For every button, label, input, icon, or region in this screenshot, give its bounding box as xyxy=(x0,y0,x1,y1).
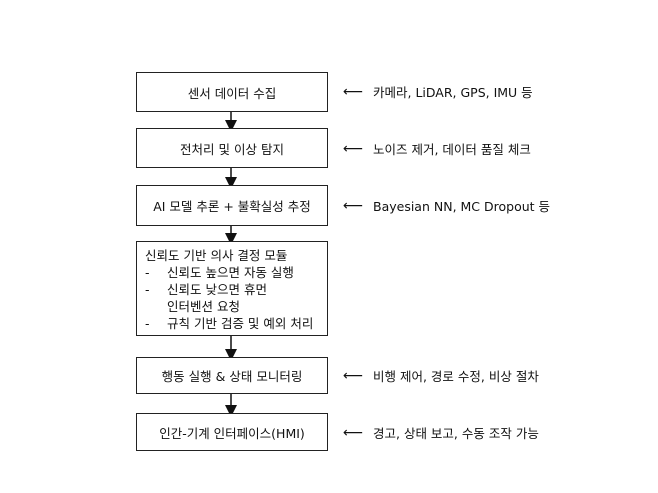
step-decision-module: 신뢰도 기반 의사 결정 모듈 - 신뢰도 높으면 자동 실행 - 신뢰도 낮으면 … xyxy=(136,241,328,336)
step-preprocessing: 전처리 및 이상 탐지 xyxy=(136,128,328,168)
left-arrow-icon: ⟵ xyxy=(343,140,364,157)
item-text: 규칙 기반 검증 및 예외 처리 xyxy=(167,316,314,331)
left-arrow-icon: ⟵ xyxy=(343,197,364,214)
note-sensor-data: ⟵ 카메라, LiDAR, GPS, IMU 등 xyxy=(343,82,533,101)
note-text: 경고, 상태 보고, 수동 조작 가능 xyxy=(373,426,539,441)
item-text: 신뢰도 높으면 자동 실행 xyxy=(167,265,294,280)
step-action-execution: 행동 실행 & 상태 모니터링 xyxy=(136,357,328,394)
step-hmi: 인간-기계 인터페이스(HMI) xyxy=(136,413,328,451)
note-preprocessing: ⟵ 노이즈 제거, 데이터 품질 체크 xyxy=(343,139,531,158)
step-label: 센서 데이터 수집 xyxy=(187,85,277,101)
note-text: 카메라, LiDAR, GPS, IMU 등 xyxy=(373,85,533,100)
list-item: - 신뢰도 낮으면 휴먼 인터벤션 요청 xyxy=(145,281,319,315)
left-arrow-icon: ⟵ xyxy=(343,367,364,384)
bullet: - xyxy=(145,282,150,297)
note-hmi: ⟵ 경고, 상태 보고, 수동 조작 가능 xyxy=(343,423,539,442)
note-text: 노이즈 제거, 데이터 품질 체크 xyxy=(373,142,531,157)
note-ai-inference: ⟵ Bayesian NN, MC Dropout 등 xyxy=(343,196,550,215)
step-label: 전처리 및 이상 탐지 xyxy=(180,141,284,157)
note-action-execution: ⟵ 비행 제어, 경로 수정, 비상 절차 xyxy=(343,366,539,385)
note-text: Bayesian NN, MC Dropout 등 xyxy=(373,199,551,214)
list-item: - 신뢰도 높으면 자동 실행 xyxy=(145,264,319,281)
step-ai-inference: AI 모델 추론 + 불확실성 추정 xyxy=(136,185,328,226)
step-label: AI 모델 추론 + 불확실성 추정 xyxy=(153,199,311,214)
note-text: 비행 제어, 경로 수정, 비상 절차 xyxy=(373,369,539,384)
bullet: - xyxy=(145,265,150,280)
step-label: 행동 실행 & 상태 모니터링 xyxy=(161,369,303,384)
list-item: - 규칙 기반 검증 및 예외 처리 xyxy=(145,315,319,332)
bullet: - xyxy=(145,316,150,331)
step-sensor-data: 센서 데이터 수집 xyxy=(136,72,328,112)
step-label: 신뢰도 기반 의사 결정 모듈 xyxy=(145,248,288,263)
item-text: 신뢰도 낮으면 휴먼 인터벤션 요청 xyxy=(167,282,267,314)
left-arrow-icon: ⟵ xyxy=(343,424,364,441)
step-label: 인간-기계 인터페이스(HMI) xyxy=(159,425,305,441)
left-arrow-icon: ⟵ xyxy=(343,83,364,100)
